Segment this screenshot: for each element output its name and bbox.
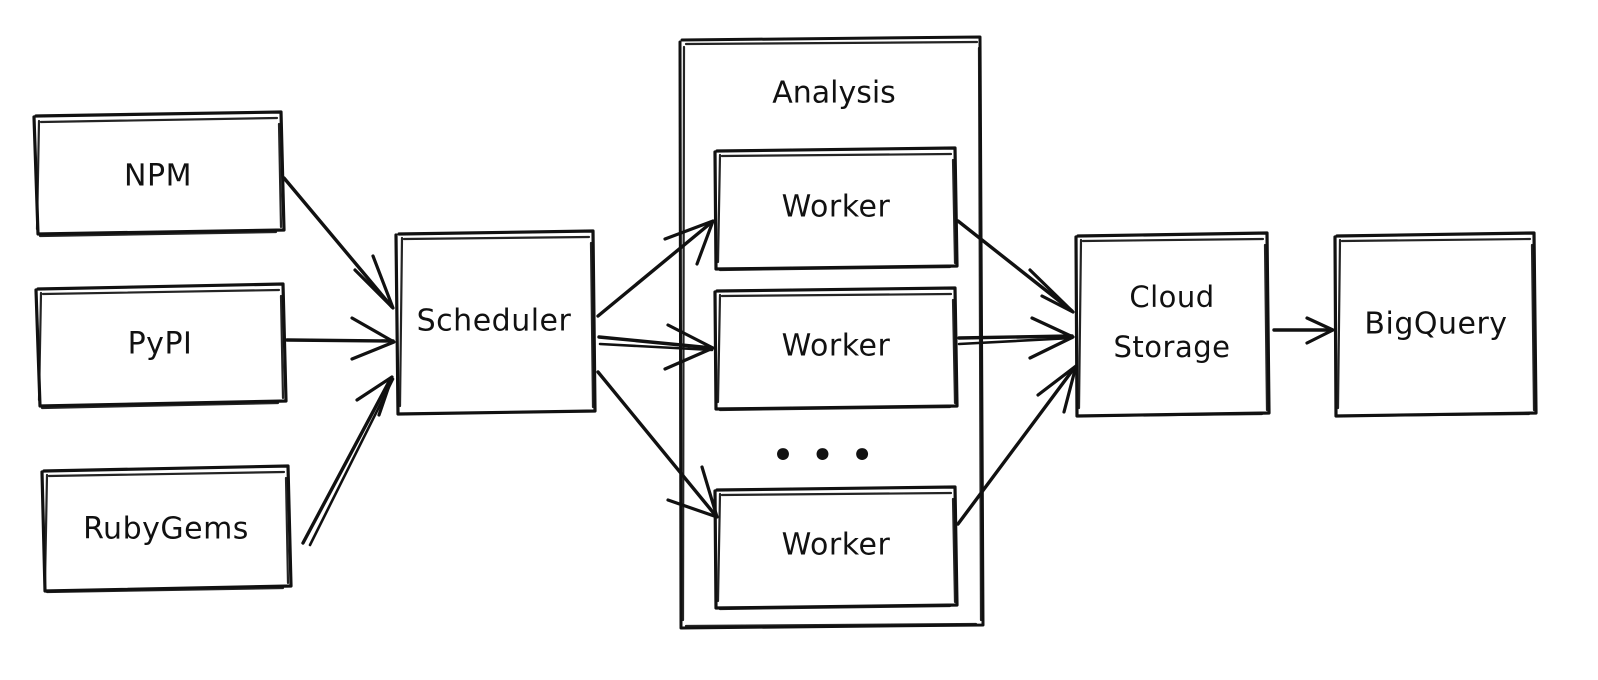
node-worker-2-border-inner: [716, 292, 957, 412]
edge-pypi-to-scheduler: [285, 316, 396, 361]
edge-pypi-to-scheduler-line: [285, 338, 395, 343]
edge-rubygems-to-scheduler-line-2: [308, 377, 395, 547]
node-bigquery-border: [1333, 231, 1538, 418]
edge-scheduler-to-worker-3: [596, 370, 719, 519]
edge-scheduler-to-worker-2-arrowhead: [663, 323, 715, 371]
node-worker-3[interactable]: Worker: [713, 485, 959, 611]
node-bigquery[interactable]: BigQuery: [1333, 231, 1538, 418]
node-cloud-storage-border-inner: [1077, 237, 1269, 418]
group-analysis-label: Analysis: [772, 76, 896, 111]
group-analysis-border: [678, 35, 985, 630]
edge-worker-3-to-storage: [956, 364, 1078, 526]
node-cloud-storage-border: [1074, 231, 1271, 418]
edge-npm-to-scheduler: [282, 176, 395, 310]
node-scheduler-border-inner: [398, 235, 595, 416]
edge-scheduler-to-worker-2: [597, 323, 715, 371]
node-npm-border-inner: [35, 116, 283, 238]
node-rubygems-border-inner: [43, 470, 290, 594]
edge-npm-to-scheduler-line: [282, 176, 394, 309]
node-worker-3-border-inner: [716, 491, 957, 611]
node-bigquery-label: BigQuery: [1364, 307, 1507, 342]
edge-npm-to-scheduler-arrowhead: [353, 254, 395, 310]
edge-worker-2-to-storage: [957, 316, 1075, 360]
edge-scheduler-to-worker-1: [596, 219, 715, 318]
node-worker-2-label: Worker: [782, 329, 891, 364]
node-scheduler-label: Scheduler: [417, 304, 572, 339]
node-worker-1-label: Worker: [782, 190, 891, 225]
edge-worker-1-to-storage-line: [956, 219, 1074, 313]
edge-scheduler-to-worker-3-arrowhead: [666, 465, 719, 519]
node-pypi[interactable]: PyPI: [34, 282, 288, 410]
node-pypi-label: PyPI: [128, 327, 193, 362]
node-worker-1[interactable]: Worker: [713, 146, 959, 272]
edge-storage-to-bigquery: [1272, 316, 1335, 345]
node-rubygems-border: [40, 464, 293, 593]
node-cloud-storage-label-line1: Cloud: [1129, 280, 1214, 314]
edge-scheduler-to-worker-1-line: [596, 220, 714, 318]
edge-worker-2-to-storage-line-2: [957, 336, 1074, 346]
node-scheduler[interactable]: Scheduler: [394, 229, 597, 416]
node-worker-1-border-inner: [716, 152, 957, 272]
edge-worker-3-to-storage-line: [956, 365, 1077, 526]
edge-worker-2-to-storage-arrowhead: [1028, 316, 1075, 360]
edge-rubygems-to-scheduler-line: [301, 376, 393, 545]
edge-scheduler-to-worker-3-line: [596, 370, 718, 518]
node-bigquery-border-inner: [1336, 237, 1536, 418]
edge-scheduler-to-worker-2-line-2: [598, 342, 714, 352]
node-rubygems-label: RubyGems: [83, 512, 249, 547]
node-worker-2[interactable]: Worker: [713, 286, 959, 412]
node-npm-label: NPM: [124, 159, 192, 194]
group-analysis-border-inner: [681, 40, 983, 628]
node-cloud-storage[interactable]: Cloud Storage: [1074, 231, 1271, 418]
edge-worker-1-to-storage-arrowhead: [1028, 268, 1075, 314]
edge-scheduler-to-worker-2-line: [597, 335, 714, 350]
node-cloud-storage-label-line2: Storage: [1114, 330, 1231, 364]
node-worker-3-label: Worker: [782, 528, 891, 563]
node-worker-2-border: [713, 286, 959, 411]
edge-pypi-to-scheduler-arrowhead: [350, 316, 396, 361]
group-analysis: Analysis: [678, 35, 985, 630]
node-npm[interactable]: NPM: [32, 110, 286, 238]
node-worker-3-border: [713, 485, 959, 610]
worker-ellipsis-annotation: • • •: [772, 436, 876, 476]
node-pypi-border-inner: [37, 288, 285, 410]
edge-storage-to-bigquery-arrowhead: [1305, 316, 1335, 345]
node-rubygems[interactable]: RubyGems: [40, 464, 293, 594]
node-scheduler-border: [394, 229, 597, 416]
edge-worker-3-to-storage-arrowhead: [1036, 364, 1078, 414]
edge-worker-1-to-storage: [956, 219, 1075, 314]
node-worker-1-border: [713, 146, 959, 271]
edge-worker-2-to-storage-line: [957, 334, 1074, 340]
edge-scheduler-to-worker-1-arrowhead: [663, 219, 715, 266]
edge-rubygems-to-scheduler: [301, 375, 395, 547]
edge-rubygems-to-scheduler-arrowhead: [355, 375, 394, 417]
